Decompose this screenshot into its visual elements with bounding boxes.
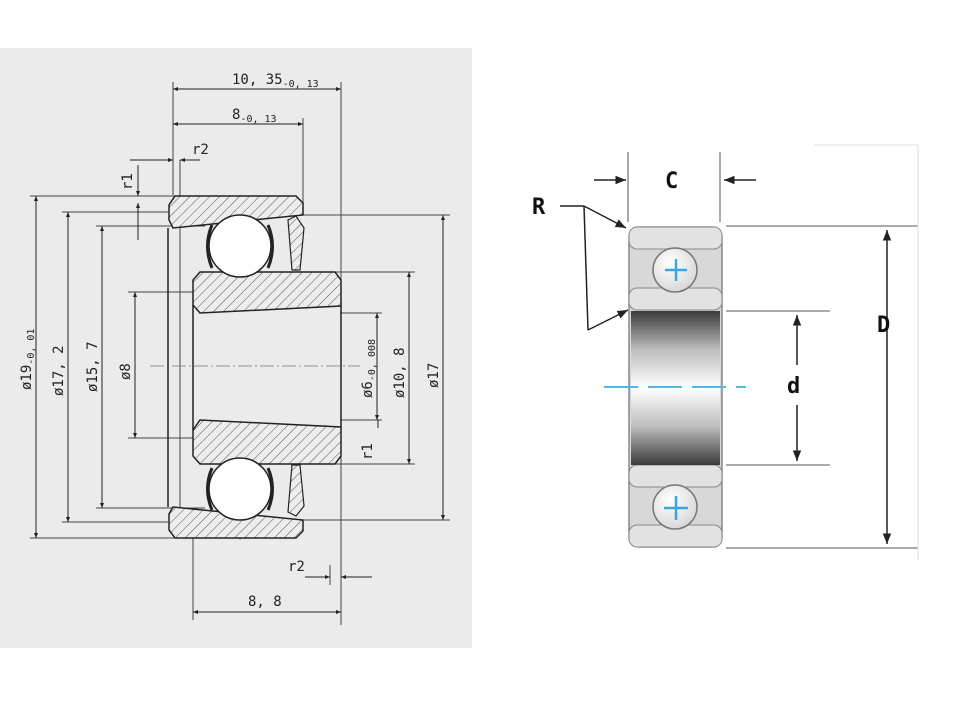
r1-top-label: r1 — [120, 173, 136, 190]
r-leader — [560, 205, 629, 331]
drawing-background — [0, 48, 472, 648]
overall-width-label: 10, 35-0, 13 — [232, 72, 319, 90]
inner-ring-top — [192, 271, 342, 314]
inner-ring-bottom — [192, 419, 342, 465]
r1-bottom-label: r1 — [360, 443, 376, 460]
dia-10-8-label: ø10, 8 — [392, 347, 408, 398]
r-label: R — [532, 195, 546, 220]
d-bore-label: d — [787, 374, 800, 399]
shields — [287, 215, 305, 517]
cage — [206, 224, 274, 511]
dia-19-label: ø19-0, 01 — [19, 329, 37, 390]
ball-top — [208, 214, 272, 278]
inner-width-label: 8-0, 13 — [232, 107, 277, 125]
technical-drawing: 10, 35-0, 13 8-0, 13 8, 8 r2 r2 r1 r1 ø1… — [0, 48, 472, 648]
simplified-drawing: C R d D — [532, 144, 919, 560]
dia-15-7-label: ø15, 7 — [85, 341, 101, 392]
c-label: C — [665, 169, 678, 194]
ball-crosses — [664, 259, 688, 520]
right-labels: C R d D — [532, 169, 890, 399]
ball-bottom — [208, 457, 272, 521]
dia-17-2-label: ø17, 2 — [51, 345, 67, 396]
dia-17-label: ø17 — [426, 363, 442, 388]
dia-8-label: ø8 — [118, 363, 134, 380]
horizontal-dimension-lines — [130, 87, 372, 614]
dia-6-label: ø6-0, 008 — [360, 339, 378, 398]
outer-ring-top-band — [628, 226, 723, 250]
r2-bottom-label: r2 — [288, 559, 305, 575]
inner-ring-bottom-band — [628, 464, 723, 488]
outer-ring-bottom — [168, 506, 304, 539]
d-outer-label: D — [877, 313, 890, 338]
vertical-dimension-lines — [34, 165, 445, 538]
flange-width-label: 8, 8 — [248, 594, 282, 610]
dimension-labels: 10, 35-0, 13 8-0, 13 8, 8 r2 r2 r1 r1 ø1… — [19, 72, 442, 610]
right-extension-lines — [627, 144, 919, 560]
r2-top-label: r2 — [192, 142, 209, 158]
